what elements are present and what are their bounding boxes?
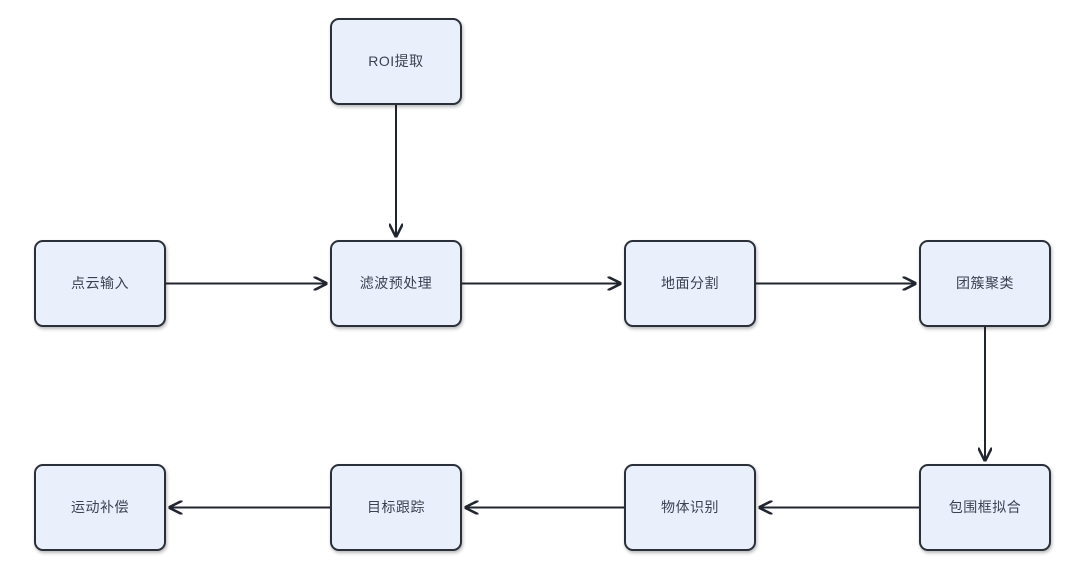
node-ground-segmentation[interactable]: 地面分割 xyxy=(624,240,756,327)
node-bounding-box-fitting[interactable]: 包围框拟合 xyxy=(919,464,1051,551)
node-object-recognition[interactable]: 物体识别 xyxy=(624,464,756,551)
node-roi-extraction-label: ROI提取 xyxy=(368,53,424,70)
node-motion-compensation-label: 运动补偿 xyxy=(71,499,129,516)
node-point-cloud-input-label: 点云输入 xyxy=(71,275,129,292)
node-motion-compensation[interactable]: 运动补偿 xyxy=(34,464,166,551)
node-cluster-clustering-label: 团簇聚类 xyxy=(956,275,1014,292)
node-object-recognition-label: 物体识别 xyxy=(661,499,719,516)
node-bounding-box-fitting-label: 包围框拟合 xyxy=(948,499,1022,516)
node-filter-preprocessing[interactable]: 滤波预处理 xyxy=(330,240,462,327)
node-target-tracking[interactable]: 目标跟踪 xyxy=(330,464,462,551)
node-ground-segmentation-label: 地面分割 xyxy=(661,275,719,292)
node-roi-extraction[interactable]: ROI提取 xyxy=(330,18,462,105)
node-target-tracking-label: 目标跟踪 xyxy=(367,499,425,516)
node-point-cloud-input[interactable]: 点云输入 xyxy=(34,240,166,327)
node-filter-preprocessing-label: 滤波预处理 xyxy=(359,275,433,292)
node-cluster-clustering[interactable]: 团簇聚类 xyxy=(919,240,1051,327)
